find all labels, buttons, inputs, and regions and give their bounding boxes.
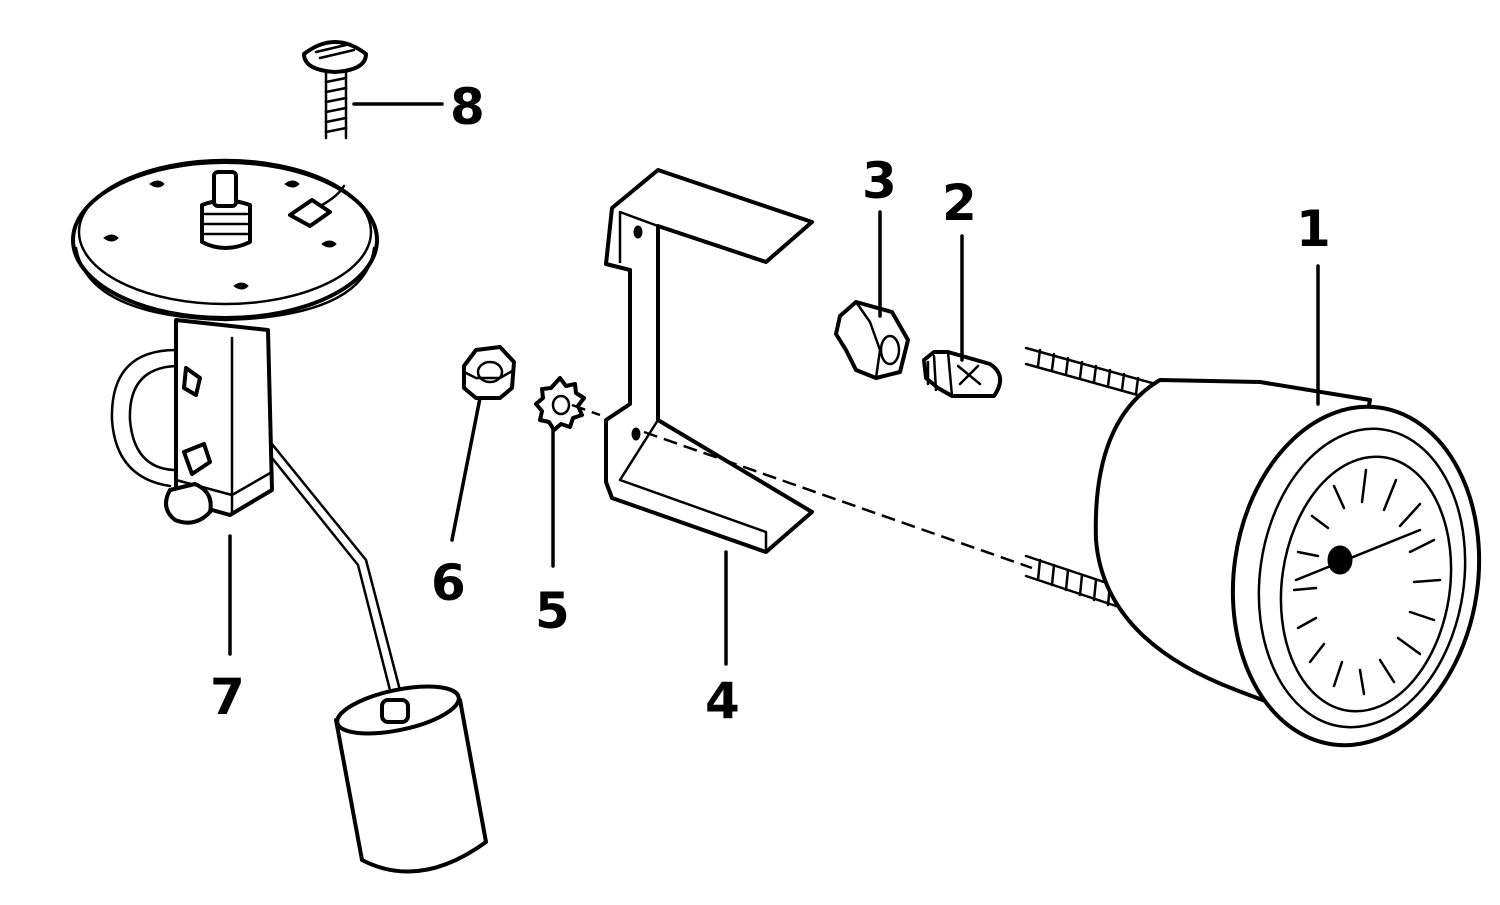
mounting-bracket-part <box>604 168 1033 570</box>
callout-screw: 8 <box>450 78 485 136</box>
callout-numbers: 1 2 3 4 5 6 7 8 <box>210 78 1331 730</box>
gauge-part <box>1024 346 1482 748</box>
leader-lines <box>228 102 1320 666</box>
callout-bulb: 2 <box>942 174 977 232</box>
lock-washer-part <box>534 376 601 432</box>
callout-bulb-socket: 3 <box>862 152 897 210</box>
callout-mounting-bracket: 4 <box>705 672 740 730</box>
hex-nut-part <box>462 345 516 400</box>
leader-line-6 <box>450 396 482 542</box>
callout-lock-washer: 5 <box>535 582 570 640</box>
sender-unit-part <box>71 158 488 874</box>
screw-part <box>302 40 368 140</box>
callout-gauge: 1 <box>1296 200 1331 258</box>
callout-sender-unit: 7 <box>210 668 245 726</box>
bulb-part <box>922 350 1002 398</box>
bulb-socket-part <box>834 300 910 380</box>
callout-hex-nut: 6 <box>431 554 466 612</box>
